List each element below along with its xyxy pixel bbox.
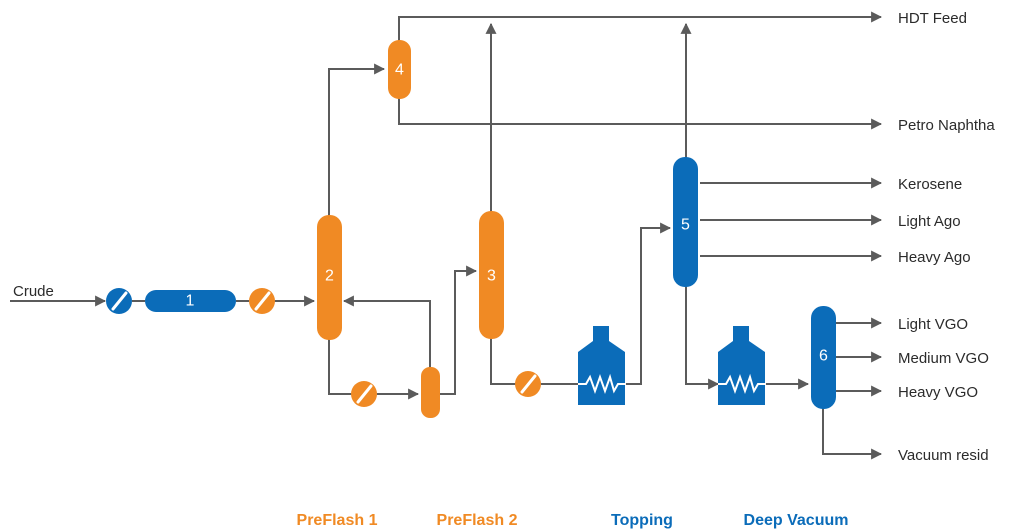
hdt-feed-label: HDT Feed <box>898 10 967 27</box>
flash-drum <box>421 367 440 418</box>
line-furnace-to-column-5 <box>626 222 672 385</box>
unit-1-label: 1 <box>186 293 195 310</box>
medium-vgo-label: Medium VGO <box>898 350 989 367</box>
unit-2-column: 2 <box>317 215 342 340</box>
furnace-icon <box>578 326 626 405</box>
heavy-ago-label: Heavy Ago <box>898 249 971 266</box>
unit-4-drum: 4 <box>388 40 411 99</box>
line-drum-to-column-3 <box>440 265 478 395</box>
section-deep-vacuum: Deep Vacuum <box>744 512 849 529</box>
line-column-3-bottoms <box>490 338 516 385</box>
light-ago-label: Light Ago <box>898 213 961 230</box>
unit-4-label: 4 <box>395 62 404 79</box>
light-vgo-label: Light VGO <box>898 316 968 333</box>
unit-6-column: 6 <box>811 306 836 409</box>
furnace-icon <box>718 326 766 405</box>
line-recycle-to-column-2 <box>342 295 431 368</box>
section-topping: Topping <box>611 512 673 529</box>
line-hdt-feed <box>398 11 883 42</box>
unit-2-label: 2 <box>325 268 334 285</box>
line-petro-naphtha <box>398 97 883 130</box>
vacuum-resid-label: Vacuum resid <box>898 447 989 464</box>
line-vacuum-resid <box>822 408 883 460</box>
section-preflash-2: PreFlash 2 <box>437 512 518 529</box>
line-column-2-bottoms <box>328 338 352 395</box>
crude-label: Crude <box>13 283 54 300</box>
kerosene-label: Kerosene <box>898 176 962 193</box>
unit-6-label: 6 <box>819 348 828 365</box>
line-column-2-to-drum-4 <box>328 63 386 218</box>
pump-icon <box>351 381 377 407</box>
heavy-vgo-label: Heavy VGO <box>898 384 978 401</box>
section-preflash-1: PreFlash 1 <box>297 512 378 529</box>
pump-icon <box>249 288 275 314</box>
pump-icon <box>106 288 132 314</box>
unit-5-column: 5 <box>673 157 698 287</box>
unit-1-exchanger: 1 <box>145 290 236 312</box>
unit-3-label: 3 <box>487 268 496 285</box>
petro-naphtha-label: Petro Naphtha <box>898 117 995 134</box>
flow-lines <box>10 11 883 460</box>
unit-3-column: 3 <box>479 211 504 339</box>
line-column-5-bottoms <box>685 286 720 390</box>
pump-icon <box>515 371 541 397</box>
unit-5-label: 5 <box>681 217 690 234</box>
